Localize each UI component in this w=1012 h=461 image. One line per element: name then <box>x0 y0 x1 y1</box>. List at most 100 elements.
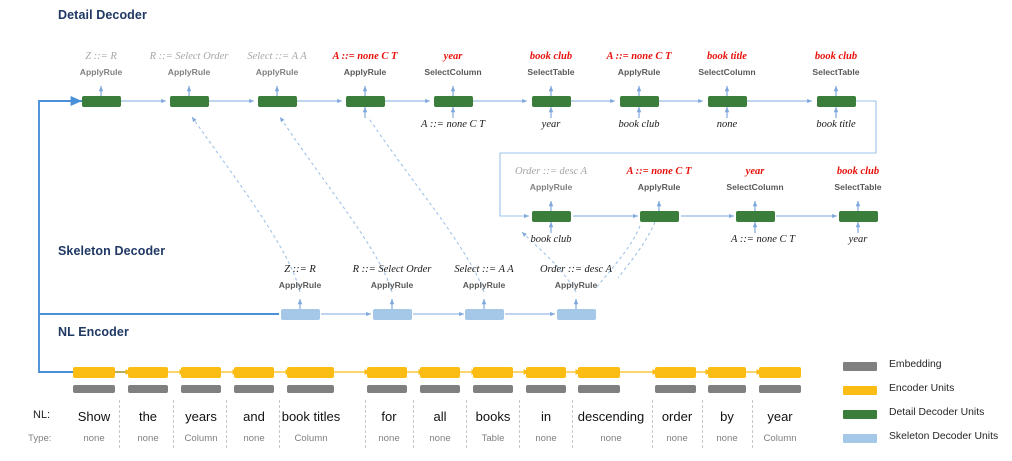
embedding-unit-11 <box>708 385 746 393</box>
skeleton-action-0: ApplyRule <box>278 280 322 290</box>
detail-cell-r2-1[interactable] <box>640 211 679 222</box>
nl-word-5: for <box>381 409 397 424</box>
nl-type-5: none <box>378 433 400 444</box>
detail-r1-rule-8: book club <box>814 51 858 62</box>
detail-r2-input-3: year <box>848 234 868 245</box>
detail-r1-action-3: ApplyRule <box>343 67 387 77</box>
detail-r1-rule-4: year <box>443 51 463 62</box>
embedding-unit-6 <box>420 385 460 393</box>
skeleton-cell-0[interactable] <box>281 309 320 320</box>
detail-r1-input-5: book club <box>618 119 660 130</box>
nl-word-2: years <box>185 409 217 424</box>
detail-r2-rule-1: A ::= none C T <box>626 166 692 177</box>
nl-word-1: the <box>138 409 158 424</box>
detail-r1-rule-1: R ::= Select Order <box>149 51 229 62</box>
skeleton-cell-3[interactable] <box>557 309 596 320</box>
encoder-unit-7[interactable] <box>473 367 513 378</box>
skeleton-cell-1[interactable] <box>373 309 412 320</box>
embedding-unit-5 <box>367 385 407 393</box>
legend-label-detail-decoder-units: Detail Decoder Units <box>889 407 985 418</box>
embedding-unit-9 <box>578 385 620 393</box>
detail-r2-rule-3: book club <box>836 166 880 177</box>
nl-type-3: none <box>243 433 265 444</box>
encoder-unit-3[interactable] <box>234 367 274 378</box>
detail-cell-r1-8[interactable] <box>817 96 856 107</box>
detail-r1-action-1: ApplyRule <box>167 67 211 77</box>
detail-cell-r2-0[interactable] <box>532 211 571 222</box>
detail-r2-rule-0: Order ::= desc A <box>514 166 588 177</box>
embedding-unit-0 <box>73 385 115 393</box>
skeleton-decoder-title: Skeleton Decoder <box>58 244 166 258</box>
nl-type-4: Column <box>294 433 328 444</box>
skeleton-action-2: ApplyRule <box>462 280 506 290</box>
column-divider <box>519 400 520 448</box>
column-divider <box>365 400 366 448</box>
detail-r2-action-1: ApplyRule <box>637 182 681 192</box>
detail-cell-r1-4[interactable] <box>434 96 473 107</box>
embedding-unit-3 <box>234 385 274 393</box>
legend-label-skeleton-decoder-units: Skeleton Decoder Units <box>889 431 999 442</box>
nl-word-11: by <box>720 409 734 424</box>
detail-r1-action-5: SelectTable <box>527 67 575 77</box>
detail-cell-r1-1[interactable] <box>170 96 209 107</box>
type-row-label: Type: <box>28 433 52 444</box>
encoder-unit-6[interactable] <box>420 367 460 378</box>
detail-cell-r1-2[interactable] <box>258 96 297 107</box>
legend-swatch-skeleton-decoder-units <box>843 434 877 443</box>
detail-cell-r1-5[interactable] <box>532 96 571 107</box>
encoder-unit-4[interactable] <box>287 367 334 378</box>
encoder-unit-12[interactable] <box>759 367 801 378</box>
legend-label-encoder-units: Encoder Units <box>889 383 955 394</box>
column-divider <box>226 400 227 448</box>
detail-cell-r1-3[interactable] <box>346 96 385 107</box>
skeleton-rule-3: Order ::= desc A <box>539 264 613 275</box>
detail-r1-rule-2: Select ::= A A <box>247 51 307 62</box>
encoder-unit-9[interactable] <box>578 367 620 378</box>
detail-r1-rule-3: A ::= none C T <box>332 51 398 62</box>
detail-r1-input-3: A ::= none C T <box>420 119 486 130</box>
detail-r1-action-0: ApplyRule <box>79 67 123 77</box>
detail-r1-input-7: book title <box>816 119 856 130</box>
nl-type-6: none <box>429 433 451 444</box>
column-divider <box>752 400 753 448</box>
column-divider <box>652 400 653 448</box>
embedding-unit-8 <box>526 385 566 393</box>
nl-word-0: Show <box>77 409 111 424</box>
column-divider <box>119 400 120 448</box>
detail-r2-action-3: SelectTable <box>834 182 882 192</box>
skeleton-rule-1: R ::= Select Order <box>352 264 432 275</box>
detail-r1-rule-0: Z ::= R <box>85 51 117 62</box>
detail-cell-r2-3[interactable] <box>839 211 878 222</box>
skeleton-rule-2: Select ::= A A <box>454 264 514 275</box>
nl-type-10: none <box>666 433 688 444</box>
detail-r1-input-4: year <box>541 119 561 130</box>
encoder-unit-10[interactable] <box>655 367 696 378</box>
encoder-unit-0[interactable] <box>73 367 115 378</box>
embedding-unit-12 <box>759 385 801 393</box>
column-divider <box>173 400 174 448</box>
encoder-unit-1[interactable] <box>128 367 168 378</box>
embedding-unit-7 <box>473 385 513 393</box>
column-divider <box>702 400 703 448</box>
nl-word-6: all <box>433 409 447 424</box>
detail-cell-r2-2[interactable] <box>736 211 775 222</box>
nl-word-4: book titles <box>281 409 341 424</box>
nl-word-7: books <box>475 409 511 424</box>
detail-cell-r1-0[interactable] <box>82 96 121 107</box>
nl-type-12: Column <box>763 433 797 444</box>
column-divider <box>413 400 414 448</box>
detail-r2-action-2: SelectColumn <box>726 182 784 192</box>
embedding-unit-1 <box>128 385 168 393</box>
encoder-unit-2[interactable] <box>181 367 221 378</box>
detail-cell-r1-6[interactable] <box>620 96 659 107</box>
detail-r2-input-2: A ::= none C T <box>730 234 796 245</box>
encoder-unit-11[interactable] <box>708 367 746 378</box>
nl-word-10: order <box>661 409 693 424</box>
encoder-unit-8[interactable] <box>526 367 566 378</box>
nl-encoder-title: NL Encoder <box>58 325 129 339</box>
skeleton-cell-2[interactable] <box>465 309 504 320</box>
encoder-unit-5[interactable] <box>367 367 407 378</box>
column-divider <box>572 400 573 448</box>
detail-cell-r1-7[interactable] <box>708 96 747 107</box>
